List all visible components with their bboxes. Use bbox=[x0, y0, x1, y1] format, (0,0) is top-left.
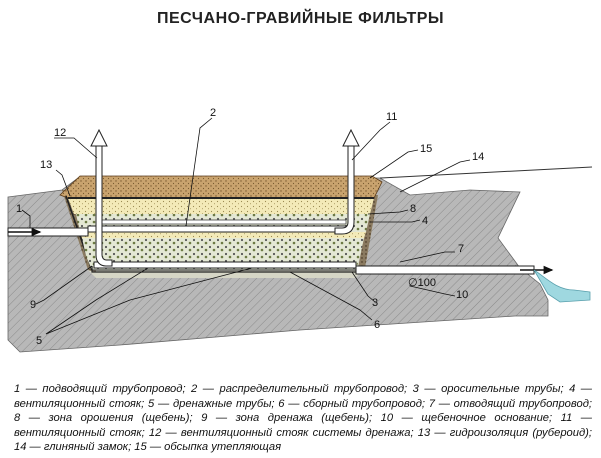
label-4: 4 bbox=[422, 215, 428, 227]
irrigation-pipes bbox=[95, 219, 347, 225]
label-diameter: ∅100 bbox=[408, 277, 436, 289]
label-6: 6 bbox=[374, 319, 380, 331]
label-14: 14 bbox=[472, 151, 484, 163]
label-15: 15 bbox=[420, 143, 432, 155]
label-8: 8 bbox=[410, 203, 416, 215]
leader-lines bbox=[21, 117, 471, 335]
label-10: 10 bbox=[456, 289, 468, 301]
drainage-zone bbox=[82, 238, 364, 256]
label-13: 13 bbox=[40, 159, 52, 171]
label-7: 7 bbox=[458, 243, 464, 255]
distribution-pipe bbox=[87, 225, 349, 233]
drainage-vent-arrow-icon bbox=[90, 128, 108, 147]
page-title: ПЕСЧАНО-ГРАВИЙНЫЕ ФИЛЬТРЫ bbox=[156, 10, 445, 27]
filter-diagram: 12 13 1 2 11 15 14 8 4 7 ∅100 10 3 6 9 5 bbox=[7, 107, 593, 353]
label-11: 11 bbox=[386, 111, 397, 123]
label-3: 3 bbox=[372, 297, 378, 309]
drainage-vent-stack bbox=[95, 144, 113, 267]
label-12: 12 bbox=[54, 127, 66, 139]
label-5: 5 bbox=[36, 335, 42, 347]
label-2: 2 bbox=[210, 107, 216, 119]
label-1: 1 bbox=[16, 203, 22, 215]
label-9: 9 bbox=[30, 299, 36, 311]
vent-arrow-icon bbox=[342, 128, 360, 147]
sand-layer bbox=[68, 198, 374, 214]
drainage-pipe bbox=[93, 261, 357, 269]
outlet-pipe bbox=[355, 265, 535, 275]
legend-caption: 1 — подводящий трубопровод; 2 — распреде… bbox=[14, 383, 592, 453]
insulating-backfill bbox=[59, 175, 383, 199]
middle-sand-band bbox=[80, 232, 366, 238]
vent-stack bbox=[334, 144, 355, 235]
outlet-water bbox=[533, 269, 591, 303]
ground-surface bbox=[379, 166, 593, 179]
